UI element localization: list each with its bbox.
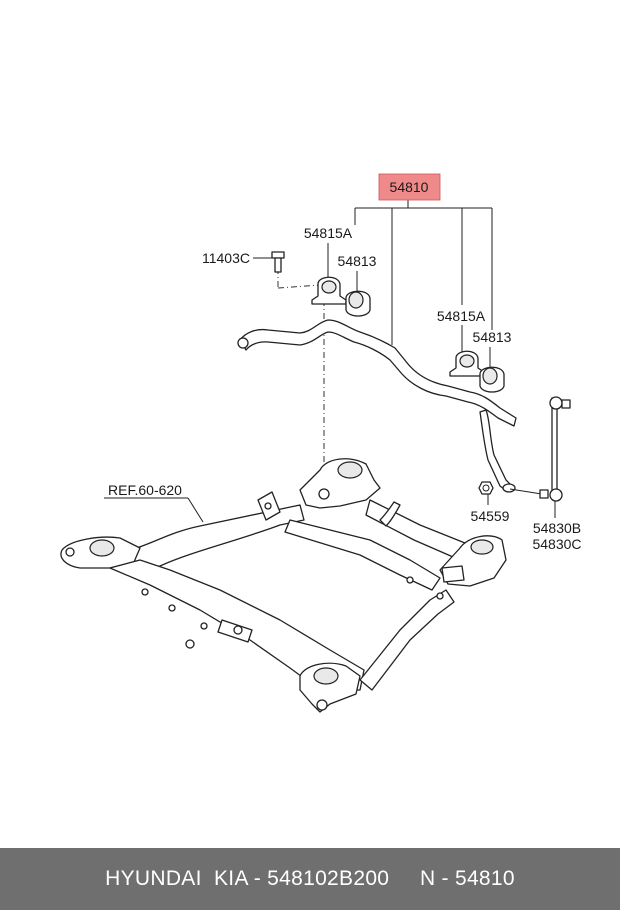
part-number-footer: HYUNDAI KIA - 548102B200 N - 54810: [0, 848, 620, 910]
bushing-clamp-2: [449, 350, 485, 377]
label-54813-upper: 54813: [338, 253, 377, 269]
sub-frame: [60, 458, 507, 713]
nut-54559: [478, 481, 494, 495]
label-54815a-upper: 54815A: [304, 225, 353, 241]
bushing-1: [345, 290, 371, 317]
bushing-clamp-1: [311, 276, 347, 305]
footer-text: HYUNDAI KIA - 548102B200 N - 54810: [105, 867, 515, 890]
bolt-11403c: [271, 251, 285, 273]
label-54559: 54559: [471, 508, 510, 524]
callout-labels: 54810 54815A 54813 11403C 54815A 54813 R…: [108, 179, 581, 552]
label-54815a-lower: 54815A: [437, 308, 486, 324]
label-ref-60-620: REF.60-620: [108, 482, 182, 498]
stabilizer-link: [509, 396, 571, 502]
stabilizer-bar: [237, 319, 517, 493]
bushing-2: [479, 366, 505, 393]
label-11403c: 11403C: [202, 250, 250, 266]
label-54813-lower: 54813: [473, 329, 512, 345]
parts-diagram: 54810 54815A 54813 11403C 54815A 54813 R…: [60, 173, 582, 713]
label-54810: 54810: [390, 179, 429, 195]
main-part-highlight: [378, 173, 441, 201]
label-54830b: 54830B: [533, 520, 581, 536]
label-54830c: 54830C: [532, 536, 581, 552]
